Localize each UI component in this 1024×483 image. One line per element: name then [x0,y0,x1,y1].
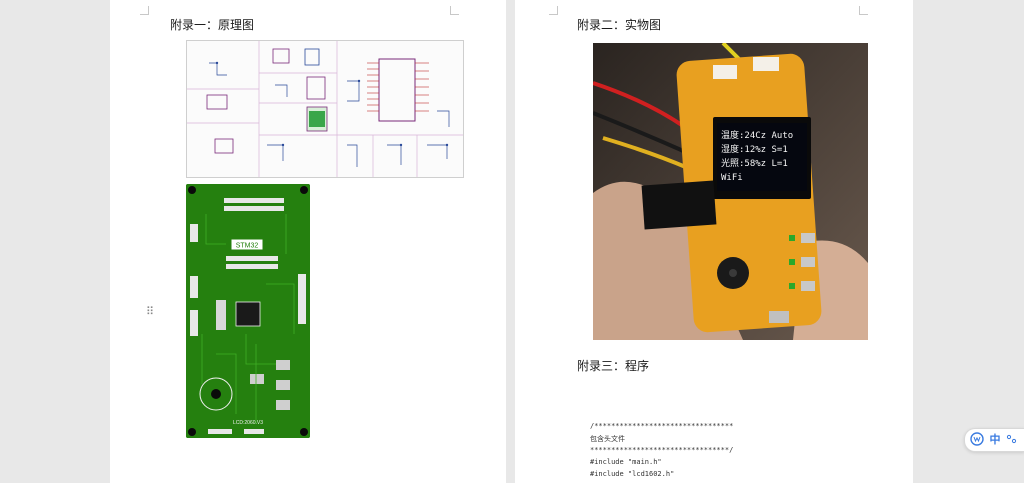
corner-mark [140,6,149,15]
appendix-3-heading: 附录三：程序 [577,359,650,373]
floating-toolbar: 中 [964,428,1024,452]
wps-brand-icon[interactable] [969,432,985,448]
code-line: #include "main.h" [590,458,662,466]
document-page-right: 附录二：实物图 温度:24Cz Auto 湿度:12%z S=1 [515,0,913,483]
document-page-left: 附录一：原理图 [110,0,506,483]
dots-settings-icon-svg [1006,434,1017,444]
appendix-2-heading: 附录二：实物图 [577,18,662,32]
language-toggle-button[interactable]: 中 [989,433,1001,446]
schematic-image[interactable] [186,40,464,178]
device-photo[interactable]: 温度:24Cz Auto 湿度:12%z S=1 光照:58%z L=1 WiF… [593,43,868,340]
pcb-footer-label: LCD:2060.V3 [233,420,263,426]
block-drag-handle[interactable]: ⠿ [146,305,155,318]
schematic-drawing [187,41,463,177]
pcb-drawing: STM32 LCD:2060.V3 [186,184,310,438]
pcb-layout-image[interactable]: STM32 LCD:2060.V3 [186,184,310,438]
code-line: 包含头文件 [590,435,625,443]
code-line: /********************************* [590,422,734,430]
oled-line-2: 湿度:12%z S=1 [721,143,788,155]
device-photo-drawing: 温度:24Cz Auto 湿度:12%z S=1 光照:58%z L=1 WiF… [593,43,868,340]
corner-mark [859,6,868,15]
wps-brand-icon-svg [970,432,984,446]
oled-line-4: WiFi [721,173,743,183]
oled-line-1: 温度:24Cz Auto [721,129,793,141]
code-line: *********************************/ [590,446,734,454]
appendix-1-heading: 附录一：原理图 [170,18,255,32]
corner-mark [450,6,459,15]
code-line: #include "lcd1602.h" [590,470,675,478]
oled-line-3: 光照:58%z L=1 [721,157,788,169]
corner-mark [549,6,558,15]
dots-settings-icon[interactable] [1005,432,1019,448]
pcb-stm32-label: STM32 [236,243,259,250]
